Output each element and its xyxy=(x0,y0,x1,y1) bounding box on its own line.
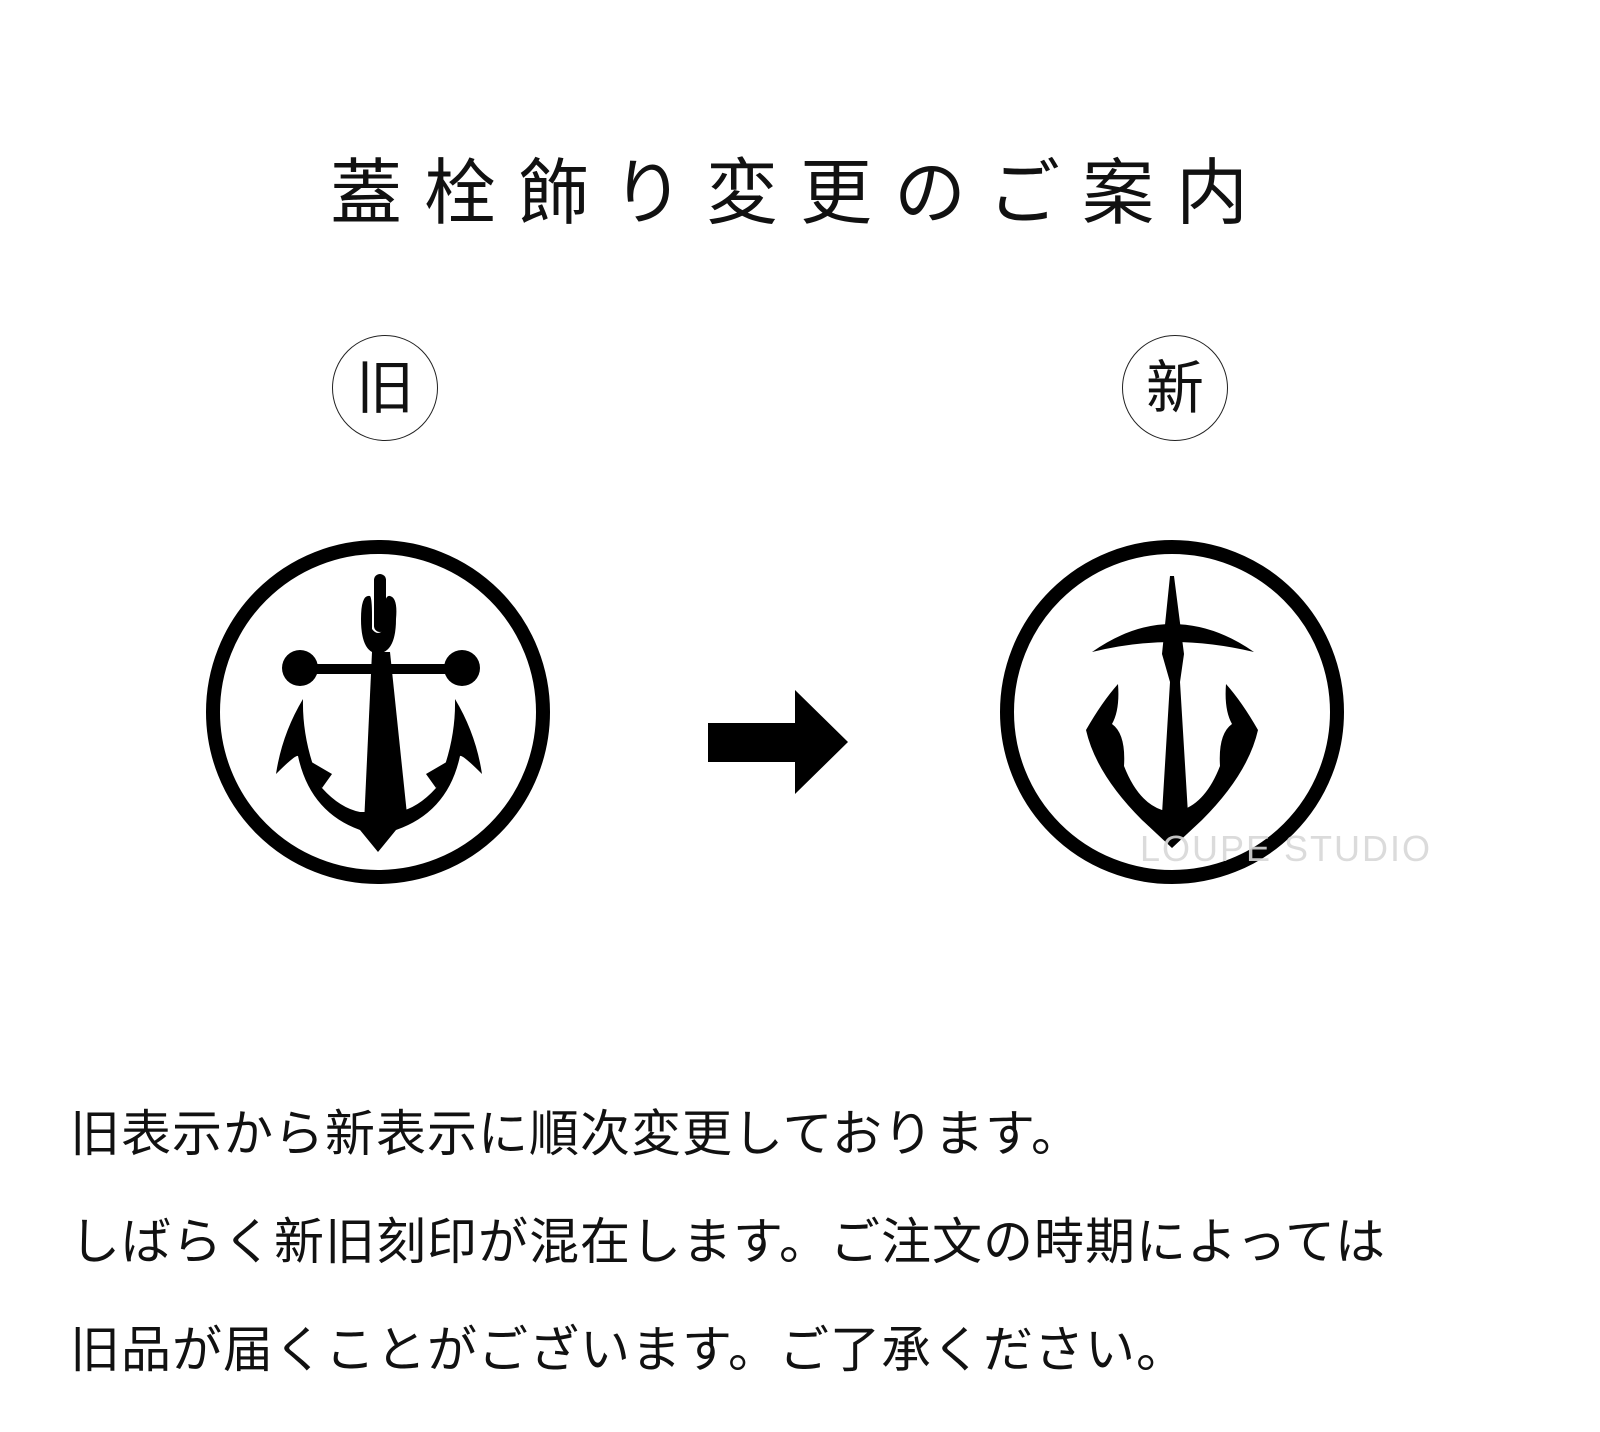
right-arrow-icon xyxy=(708,690,848,794)
old-label-text: 旧 xyxy=(355,354,414,422)
new-anchor-emblem-icon xyxy=(1000,540,1344,884)
old-label-badge: 旧 xyxy=(332,335,438,441)
notice-line-3: 旧品が届くことがございます。ご了承ください。 xyxy=(70,1321,1187,1379)
old-anchor-emblem-icon xyxy=(206,540,550,884)
page-title: 蓋栓飾り変更のご案内 xyxy=(329,151,1270,236)
notice-line-2: しばらく新旧刻印が混在します。ご注文の時期によっては xyxy=(70,1213,1386,1271)
new-label-text: 新 xyxy=(1145,354,1204,422)
watermark: LOUPE STUDIO xyxy=(1140,828,1433,869)
notice-line-1: 旧表示から新表示に順次変更しております。 xyxy=(70,1105,1082,1163)
new-label-badge: 新 xyxy=(1122,335,1228,441)
notice-text-block: 旧表示から新表示に順次変更しております。 しばらく新旧刻印が混在します。ご注文の… xyxy=(70,1080,1550,1404)
